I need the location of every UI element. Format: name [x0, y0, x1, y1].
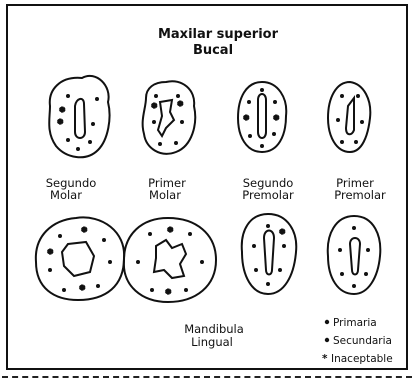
label-primer-molar-line2: Molar — [149, 188, 181, 202]
tooth-primer-premolar — [328, 82, 370, 152]
inaceptable-marker: * — [80, 285, 85, 295]
footer-title: Mandibula — [184, 322, 244, 336]
inaceptable-marker: * — [168, 227, 173, 237]
legend: Primaria Secundaria * Inaceptable — [322, 317, 393, 365]
legend-secundaria-marker — [325, 338, 329, 342]
tooth-segundo-premolar: * * — [238, 82, 286, 152]
tooth-lower-molar-1: * * * — [36, 217, 124, 300]
inaceptable-marker: * — [244, 115, 249, 125]
legend-inaceptable-label: Inaceptable — [331, 353, 393, 365]
label-segundo-molar-line2: Molar — [50, 188, 82, 202]
tooth-lower-premolar-2 — [328, 216, 381, 294]
inaceptable-marker: * — [274, 115, 279, 125]
label-segundo-premolar-line2: Premolar — [242, 188, 294, 202]
inaceptable-marker: * — [166, 289, 171, 299]
tooth-segundo-molar: * * — [49, 76, 109, 157]
inaceptable-marker: * — [280, 229, 285, 239]
inaceptable-marker: * — [178, 101, 183, 111]
tooth-primer-molar: * * — [143, 81, 196, 154]
tooth-lower-premolar-1: * — [242, 214, 297, 294]
inaceptable-marker: * — [60, 107, 65, 117]
legend-inaceptable-marker: * — [322, 353, 328, 365]
tooth-lower-molar-2: * * — [124, 218, 216, 302]
legend-secundaria-label: Secundaria — [333, 335, 392, 347]
inaceptable-marker: * — [58, 119, 63, 129]
inaceptable-marker: * — [152, 103, 157, 113]
footer-subtitle: Lingual — [191, 335, 233, 349]
legend-primaria-marker — [325, 320, 329, 324]
diagram-subtitle: Bucal — [193, 43, 233, 58]
legend-primaria-label: Primaria — [333, 317, 377, 329]
label-primer-premolar-line2: Premolar — [334, 188, 386, 202]
diagram-title: Maxilar superior — [158, 27, 279, 42]
inaceptable-marker: * — [48, 249, 53, 259]
inaceptable-marker: * — [82, 227, 87, 237]
